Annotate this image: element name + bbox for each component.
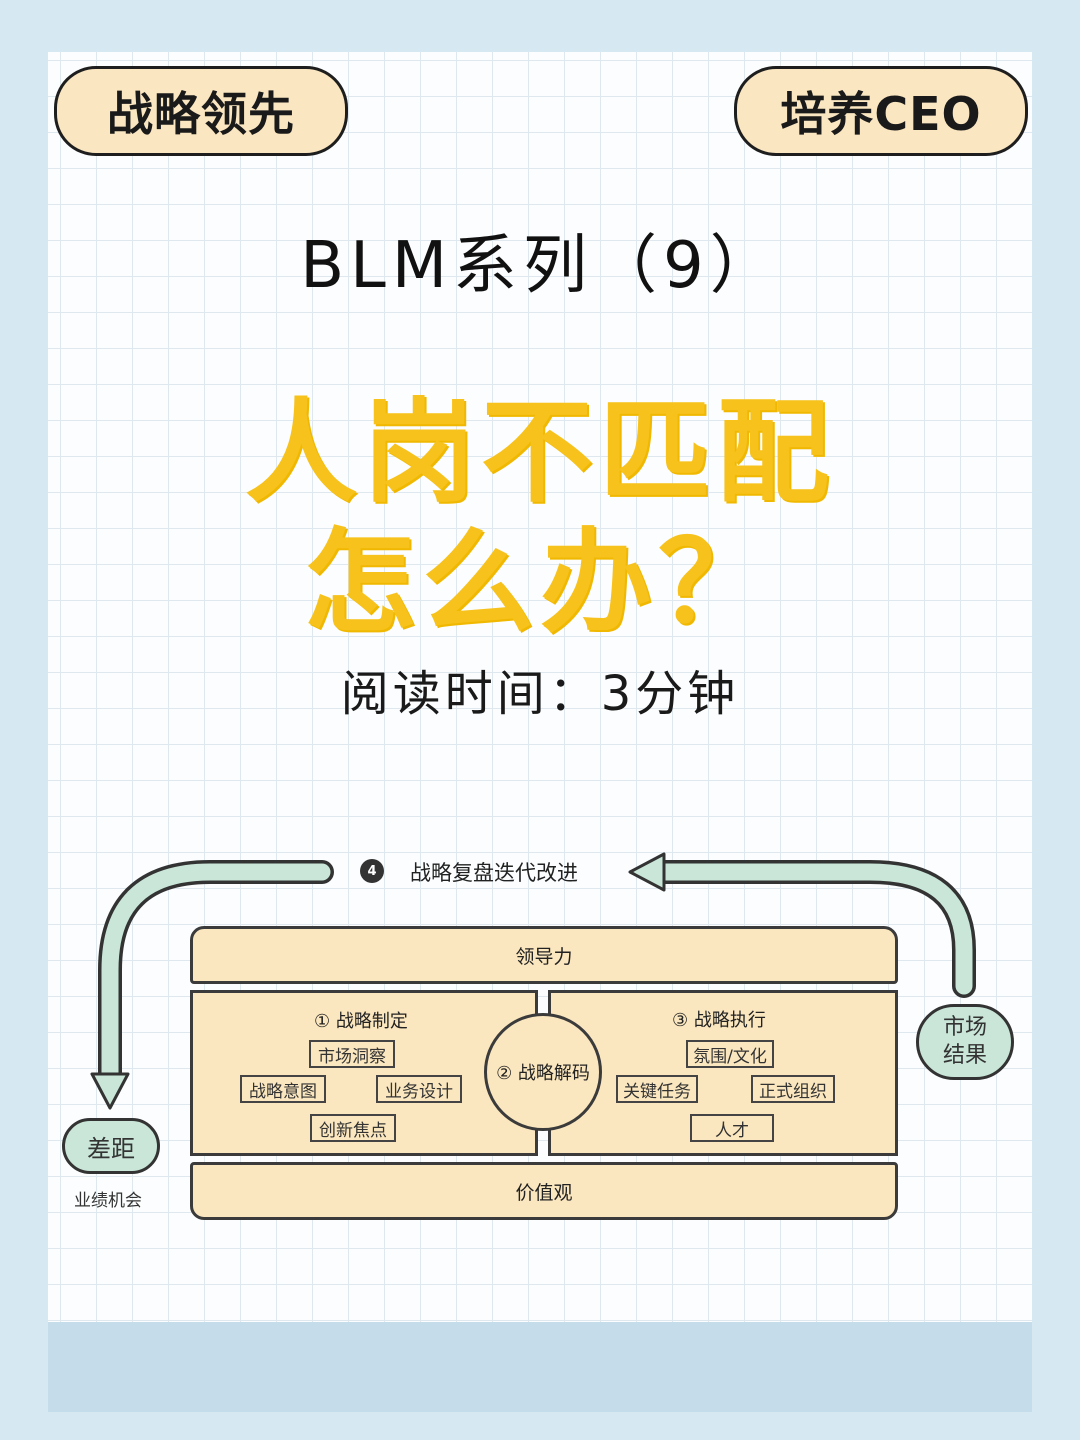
ceo-pill: 培养CEO	[734, 66, 1028, 156]
strategy-lead-pill: 战略领先	[54, 66, 348, 156]
market-result-line-1: 市场	[942, 1015, 987, 1040]
tag-strategic-intent: 战略意图	[240, 1075, 326, 1103]
gap-badge: 差距	[62, 1118, 160, 1174]
reading-time: 阅读时间：3分钟	[340, 666, 740, 722]
strategy-decoding-label: ② 战略解码	[496, 1063, 590, 1084]
tag-talent: 人才	[690, 1114, 774, 1142]
strategy-execution-title: ③ 战略执行	[672, 1010, 766, 1031]
leadership-bar: 领导力	[190, 926, 898, 984]
step4-label: 战略复盘迭代改进	[410, 861, 578, 885]
gap-caption: 业绩机会	[74, 1191, 142, 1211]
market-result-badge: 市场 结果	[916, 1004, 1014, 1080]
series-title: BLM系列（9）	[300, 229, 780, 303]
headline-line-2: 怎么办？	[304, 518, 776, 648]
tag-culture: 氛围/文化	[686, 1040, 774, 1068]
leadership-label: 领导力	[515, 945, 573, 968]
step4-number-badge: 4	[360, 859, 384, 883]
market-result-line-2: 结果	[942, 1043, 987, 1068]
strategy-decoding-circle: ② 战略解码	[484, 1013, 602, 1131]
tag-innovation-focus: 创新焦点	[310, 1114, 396, 1142]
tag-formal-organization: 正式组织	[751, 1075, 835, 1103]
tag-business-design: 业务设计	[376, 1075, 462, 1103]
tag-market-insight: 市场洞察	[309, 1040, 395, 1068]
tag-key-tasks: 关键任务	[616, 1075, 698, 1103]
paper-bottom-strip	[48, 1322, 1032, 1412]
headline-line-1: 人岗不匹配	[245, 388, 835, 518]
values-label: 价值观	[515, 1181, 573, 1204]
values-bar: 价值观	[190, 1162, 898, 1220]
strategy-formulation-title: ① 战略制定	[314, 1011, 408, 1032]
